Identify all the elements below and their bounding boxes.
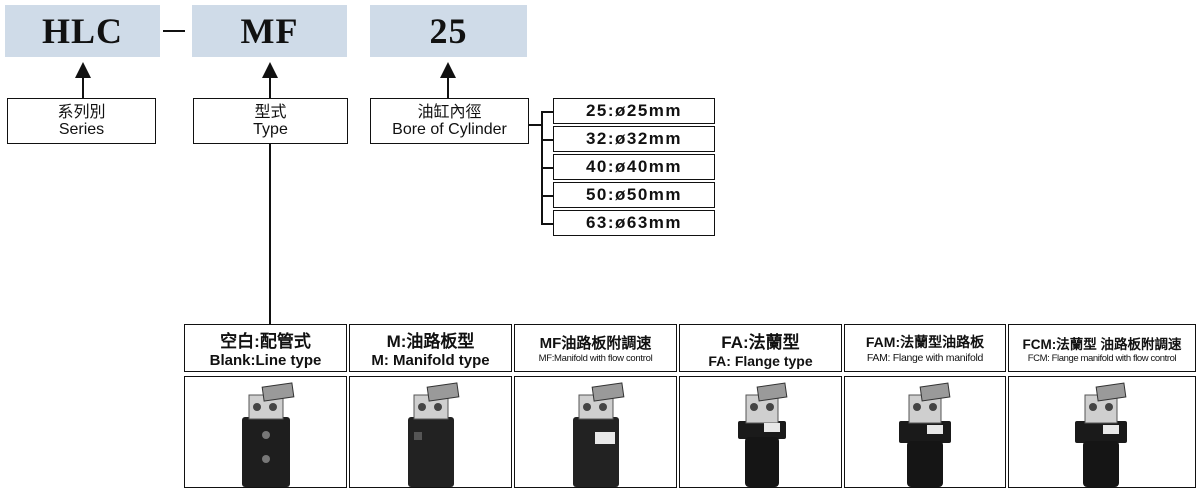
type-label-en: Type bbox=[253, 121, 288, 138]
cylinder-manifold-icon bbox=[408, 382, 460, 487]
type-option-fcm: FCM:法蘭型 油路板附調速 FCM: Flange manifold with… bbox=[1008, 324, 1196, 372]
series-arrow-stem bbox=[82, 76, 84, 98]
bore-tick bbox=[541, 111, 553, 113]
type-option-fa: FA:法蘭型 FA: Flange type bbox=[679, 324, 842, 372]
bore-tick bbox=[541, 139, 553, 141]
type-option-en: M: Manifold type bbox=[371, 352, 490, 369]
series-arrow-icon bbox=[75, 62, 91, 78]
type-option-m: M:油路板型 M: Manifold type bbox=[349, 324, 512, 372]
type-option-fam: FAM:法蘭型油路板 FAM: Flange with manifold bbox=[844, 324, 1006, 372]
bore-option: 50:ø50mm bbox=[553, 182, 715, 208]
type-code: MF bbox=[192, 5, 347, 57]
series-label-box: 系列別 Series bbox=[7, 98, 156, 144]
bore-tick bbox=[541, 167, 553, 169]
type-option-zh: FAM:法蘭型油路板 bbox=[865, 334, 985, 350]
type-option-en: FCM: Flange manifold with flow control bbox=[1027, 352, 1177, 364]
bore-arrow-icon bbox=[440, 62, 456, 78]
cylinder-image-blank bbox=[184, 376, 347, 488]
cylinder-image-fa bbox=[679, 376, 842, 488]
series-label-zh: 系列別 bbox=[57, 104, 106, 121]
cylinder-line-type-icon bbox=[242, 382, 295, 487]
separator-dash bbox=[163, 30, 185, 32]
type-connector bbox=[269, 143, 271, 324]
cylinder-image-m bbox=[349, 376, 512, 488]
cylinder-flow-control-icon bbox=[573, 382, 625, 487]
type-option-zh: FA:法蘭型 bbox=[721, 332, 800, 352]
bore-arrow-stem bbox=[447, 76, 449, 98]
type-arrow-stem bbox=[269, 76, 271, 98]
type-label-box: 型式 Type bbox=[193, 98, 348, 144]
bore-label-zh: 油缸內徑 bbox=[417, 104, 482, 121]
type-option-en: FA: Flange type bbox=[708, 352, 813, 369]
type-option-zh: MF油路板附調速 bbox=[539, 335, 652, 352]
type-option-en: Blank:Line type bbox=[209, 352, 322, 369]
type-label-zh: 型式 bbox=[254, 104, 287, 121]
type-option-blank: 空白:配管式 Blank:Line type bbox=[184, 324, 347, 372]
bore-option: 32:ø32mm bbox=[553, 126, 715, 152]
bore-option: 40:ø40mm bbox=[553, 154, 715, 180]
series-code: HLC bbox=[5, 5, 160, 57]
type-option-en: FAM: Flange with manifold bbox=[866, 352, 984, 364]
bore-code: 25 bbox=[370, 5, 527, 57]
bore-option: 25:ø25mm bbox=[553, 98, 715, 124]
bore-tick bbox=[541, 223, 553, 225]
bore-option: 63:ø63mm bbox=[553, 210, 715, 236]
bore-label-en: Bore of Cylinder bbox=[392, 121, 507, 138]
cylinder-flange-flow-control-icon bbox=[1075, 382, 1127, 487]
bore-label-box: 油缸內徑 Bore of Cylinder bbox=[370, 98, 529, 144]
type-option-zh: FCM:法蘭型 油路板附調速 bbox=[1022, 336, 1182, 352]
type-option-mf: MF油路板附調速 MF:Manifold with flow control bbox=[514, 324, 677, 372]
cylinder-flange-icon bbox=[738, 382, 788, 487]
cylinder-image-fcm bbox=[1008, 376, 1196, 488]
series-label-en: Series bbox=[58, 121, 105, 138]
bore-connector bbox=[528, 124, 542, 126]
type-option-zh: 空白:配管式 bbox=[220, 332, 311, 351]
type-option-zh: M:油路板型 bbox=[386, 332, 475, 351]
bore-tick bbox=[541, 195, 553, 197]
cylinder-image-fam bbox=[844, 376, 1006, 488]
type-option-en: MF:Manifold with flow control bbox=[538, 353, 653, 364]
cylinder-flange-manifold-icon bbox=[899, 382, 951, 487]
type-arrow-icon bbox=[262, 62, 278, 78]
cylinder-image-mf bbox=[514, 376, 677, 488]
